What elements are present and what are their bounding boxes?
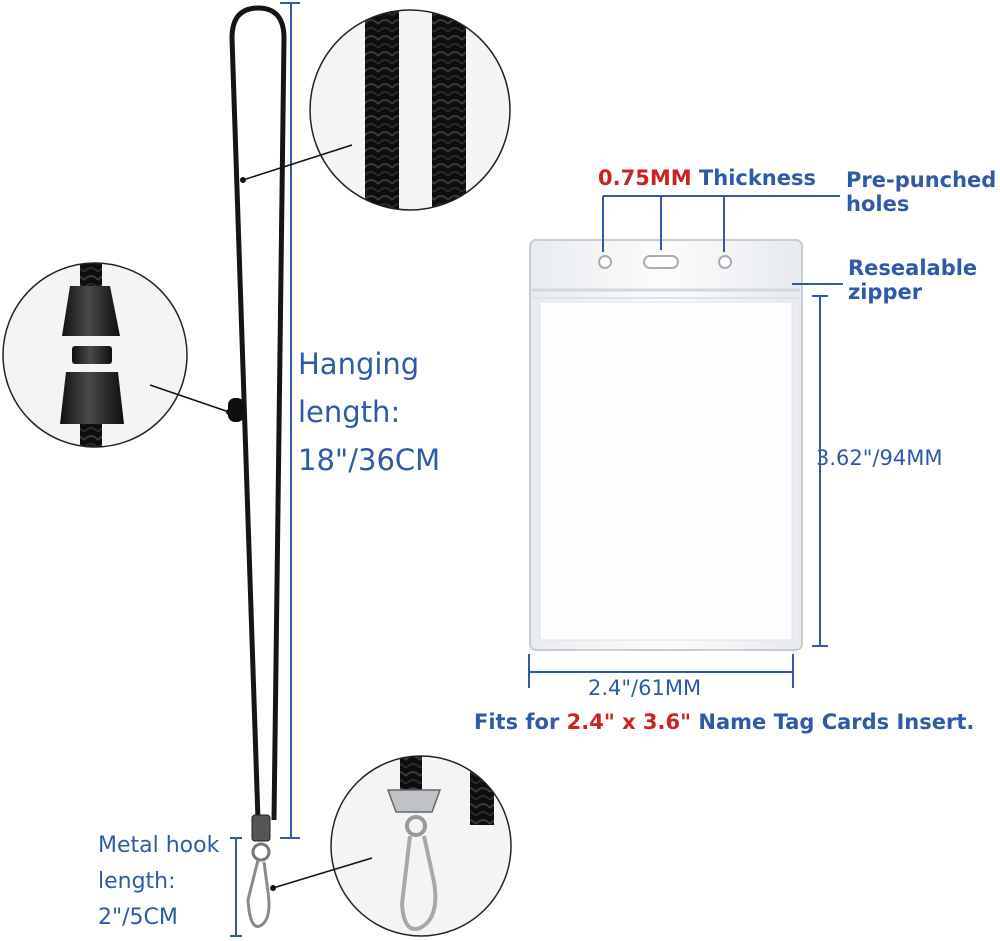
hanging-length-line2: length: — [298, 395, 401, 429]
hanging-length-value: 18"/36CM — [298, 443, 441, 477]
zoom-breakaway-clasp-icon — [2, 262, 232, 448]
thickness-value: 0.75MM — [598, 166, 692, 190]
punched-slot-icon — [643, 255, 679, 269]
height-dimension-bracket — [812, 295, 828, 647]
fits-prefix: Fits for — [474, 710, 560, 734]
hanging-length-line1: Hanging — [298, 347, 420, 381]
fits-for-caption: Fits for 2.4" x 3.6" Name Tag Cards Inse… — [474, 710, 974, 734]
punched-hole-right-icon — [718, 255, 732, 269]
lanyard-cord — [228, 5, 287, 928]
punched-hole-left-icon — [598, 255, 612, 269]
thickness-text: Thickness — [698, 166, 817, 190]
metal-hook-value: 2"/5CM — [98, 905, 178, 930]
zipper-line2: zipper — [848, 280, 923, 305]
metal-hook-line1: Metal hook — [98, 833, 220, 858]
fits-suffix: Name Tag Cards Insert. — [698, 710, 975, 734]
zoom-metal-hook-icon — [270, 755, 512, 937]
resealable-zipper-label: Resealable zipper — [848, 256, 977, 304]
badge-holder-pouch — [529, 239, 803, 651]
width-dimension-label: 2.4"/61MM — [588, 676, 702, 700]
hanging-length-label: Hanging length: 18"/36CM — [298, 340, 440, 484]
metal-hook-line2: length: — [98, 869, 176, 894]
width-dimension-bracket — [528, 654, 794, 688]
prepunched-holes-label: Pre-punched holes — [846, 168, 996, 216]
breakaway-clasp — [228, 398, 244, 422]
hanging-length-bracket — [280, 2, 300, 839]
prepunched-line2: holes — [846, 192, 910, 217]
prepunched-line1: Pre-punched — [846, 168, 997, 192]
fits-size: 2.4" x 3.6" — [566, 710, 692, 734]
metal-hook-bracket — [230, 837, 242, 937]
metal-hook-label: Metal hook length: 2"/5CM — [98, 828, 219, 936]
zipper-line1: Resealable — [848, 256, 978, 280]
holes-callout-lines — [602, 195, 843, 285]
thickness-label: 0.75MM Thickness — [598, 166, 816, 190]
zoom-braided-cord-icon — [240, 9, 511, 211]
height-dimension-label: 3.62"/94MM — [816, 446, 943, 470]
